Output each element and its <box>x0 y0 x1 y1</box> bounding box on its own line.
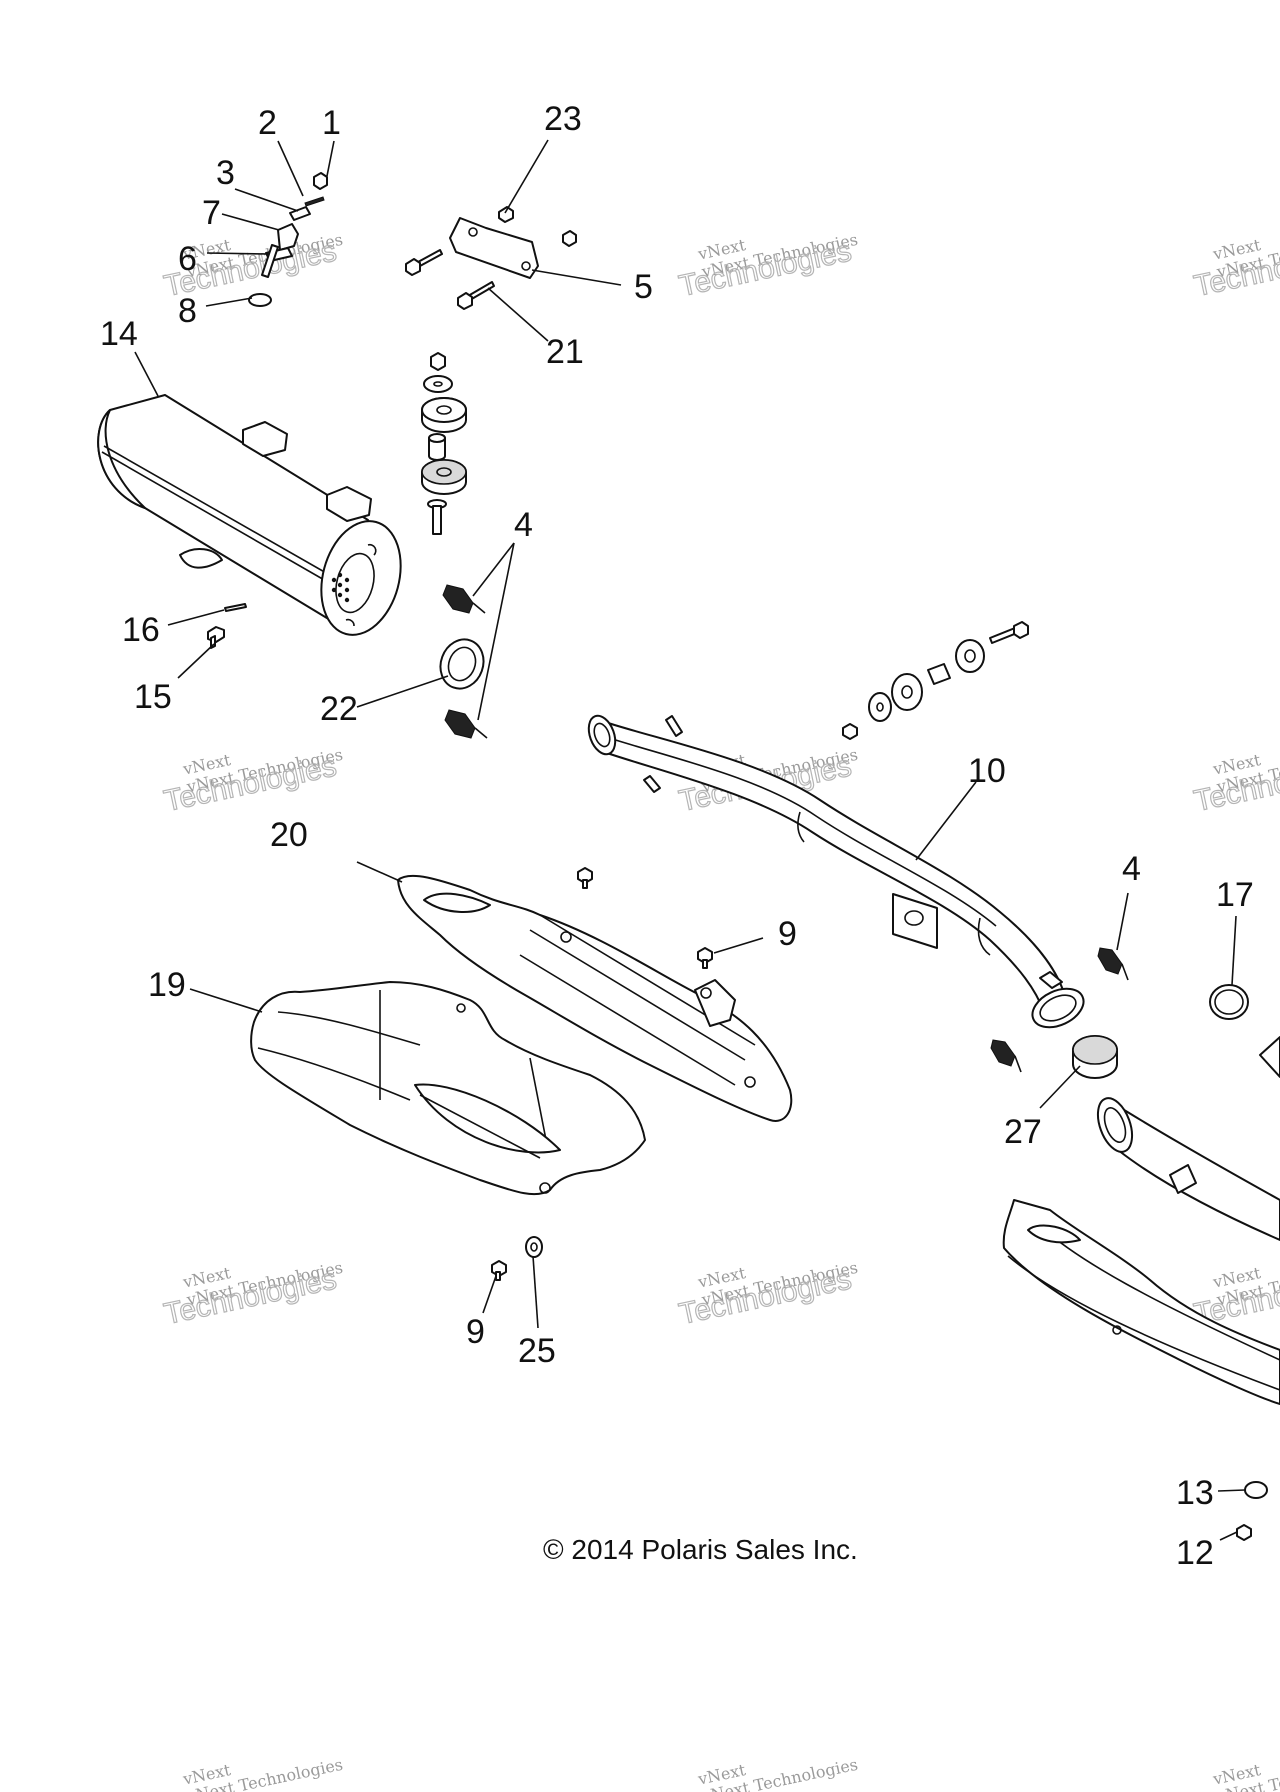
heat-shield-clamp-hardware <box>248 172 328 307</box>
spacer-part-3 <box>289 206 311 221</box>
callout-23: 23 <box>544 100 582 138</box>
lower-right-heat-shield <box>1002 1199 1280 1405</box>
callout-27: 27 <box>1004 1113 1042 1151</box>
washer-part-13 <box>1244 1481 1268 1499</box>
watermark-6: vNext vNext Technologies Technologies <box>1191 745 1280 819</box>
watermark-10: vNext vNext Technologies <box>180 1755 344 1792</box>
heat-shield-part-19 <box>250 981 646 1196</box>
bolt-part-23 <box>498 206 514 223</box>
watermark-12: vNext vNext Technologies <box>1210 1755 1280 1792</box>
spring-part-4c <box>1097 947 1129 981</box>
washer-part-2 <box>304 196 325 207</box>
spring-part-4b <box>444 709 488 739</box>
clip-part-16 <box>224 603 247 612</box>
watermark-7: vNext vNext Technologies Technologies <box>161 1258 345 1332</box>
callout-9a: 9 <box>778 915 797 953</box>
front-pipe <box>1096 1036 1280 1241</box>
callout-14: 14 <box>100 315 138 353</box>
bolt-left <box>417 249 443 267</box>
callout-1: 1 <box>322 104 341 142</box>
header-pipe-part-10 <box>587 714 1085 1029</box>
callout-20: 20 <box>270 816 308 854</box>
spring-part-4d <box>990 1039 1022 1073</box>
bolt-part-12 <box>1236 1524 1252 1541</box>
screw-part-9-top <box>577 867 593 889</box>
callout-25: 25 <box>518 1332 556 1370</box>
muffler-bracket-part-5 <box>405 206 577 310</box>
muffler-outlet-holes <box>331 572 350 603</box>
bolt-part-15 <box>207 626 225 649</box>
gasket-part-22 <box>439 638 485 690</box>
pipe-mount-hardware <box>842 621 1029 740</box>
watermark-2: vNext vNext Technologies Technologies <box>676 230 860 304</box>
washer-part-25 <box>525 1236 543 1258</box>
callout-15: 15 <box>134 678 172 716</box>
copyright-notice: © 2014 Polaris Sales Inc. <box>543 1534 858 1565</box>
watermark-3: vNext vNext Technologies Technologies <box>1191 230 1280 304</box>
screw-part-9a <box>697 947 713 969</box>
callout-21: 21 <box>546 333 584 371</box>
callout-5: 5 <box>634 268 653 306</box>
callout-7: 7 <box>202 194 221 232</box>
heat-shield-part-20 <box>397 874 793 1122</box>
callout-6: 6 <box>178 240 197 278</box>
callout-labels: 1 2 3 7 6 8 23 5 21 14 4 16 15 22 10 20 … <box>100 100 1254 1572</box>
spring-part-4a <box>442 584 486 614</box>
bolt-part-8 <box>261 244 279 278</box>
muffler-part-14 <box>97 394 402 636</box>
callout-22: 22 <box>320 690 358 728</box>
leader-lines <box>134 139 1246 1541</box>
pipe-mount-tab <box>892 893 938 949</box>
callout-13: 13 <box>1176 1474 1214 1512</box>
callout-3: 3 <box>216 154 235 192</box>
bracket-part-7 <box>277 223 299 251</box>
nut-part-1 <box>313 172 328 190</box>
watermark-8: vNext vNext Technologies Technologies <box>676 1258 860 1332</box>
gasket-part-17 <box>1209 984 1249 1020</box>
callout-19: 19 <box>148 966 186 1004</box>
gasket-part-27 <box>1072 1035 1118 1079</box>
screw-part-9b <box>491 1260 507 1281</box>
callout-17: 17 <box>1216 876 1254 914</box>
callout-2: 2 <box>258 104 277 142</box>
callout-8: 8 <box>178 292 197 330</box>
callout-4b: 4 <box>1122 850 1141 888</box>
nut-upper-part-23 <box>562 230 577 247</box>
callout-16: 16 <box>122 611 160 649</box>
callout-9b: 9 <box>466 1313 485 1351</box>
watermark-4: vNext vNext Technologies Technologies <box>161 745 345 819</box>
watermark-11: vNext vNext Technologies <box>695 1755 859 1792</box>
callout-10: 10 <box>968 752 1006 790</box>
isolator-stack <box>421 352 467 535</box>
callout-12: 12 <box>1176 1534 1214 1572</box>
callout-4a: 4 <box>514 506 533 544</box>
